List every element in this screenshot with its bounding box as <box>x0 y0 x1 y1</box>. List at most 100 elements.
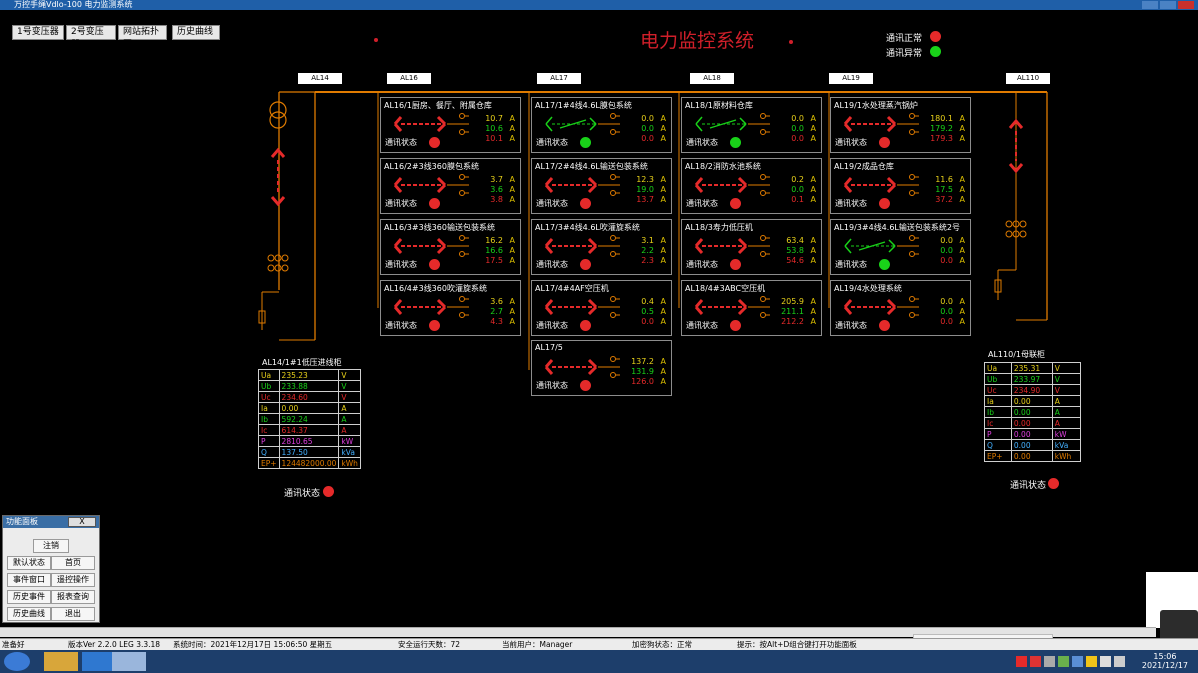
phase-current-unit: A <box>660 317 666 326</box>
start-button[interactable] <box>4 652 30 671</box>
function-panel-button-4[interactable]: 遥控操作 <box>51 573 95 587</box>
bus-label-al19: AL19 <box>829 73 873 84</box>
tray-network-icon[interactable] <box>1044 656 1055 667</box>
phase-current-value: 2.7 <box>490 307 503 316</box>
nav-button-3[interactable]: 历史曲线 <box>172 25 220 40</box>
phase-current-value: 179.2 <box>930 124 953 133</box>
phase-current-value: 0.5 <box>641 307 654 316</box>
comm-status-dot <box>429 137 440 148</box>
tray-ime-icon[interactable] <box>1016 656 1027 667</box>
meter-label: Q <box>984 439 1012 451</box>
function-panel-button-6[interactable]: 报表查询 <box>51 590 95 604</box>
feeder-panel-title: AL19/2成品仓库 <box>834 162 894 171</box>
status-lock: 加密狗状态：正常 <box>632 640 692 649</box>
function-panel-button-7[interactable]: 历史曲线 <box>7 607 51 621</box>
breaker-open-icon <box>545 113 620 135</box>
close-button[interactable] <box>1178 1 1194 9</box>
breaker-closed-icon <box>694 296 770 318</box>
tray-volume-icon[interactable] <box>1114 656 1125 667</box>
function-panel-button-2[interactable]: 首页 <box>51 556 95 570</box>
function-panel-button-3[interactable]: 事件窗口 <box>7 573 51 587</box>
phase-current-value: 211.1 <box>781 307 804 316</box>
comm-status-dot <box>730 320 741 331</box>
comm-status-label: 通讯状态 <box>385 138 417 147</box>
app-taskbar-icon[interactable] <box>112 652 146 671</box>
feeder-panel-title: AL17/5 <box>535 343 563 352</box>
horizontal-scrollbar[interactable] <box>0 627 1156 637</box>
breaker-closed-icon <box>393 174 469 196</box>
legend-abnormal-label: 通讯异常 <box>886 49 923 59</box>
comm-status-dot <box>730 137 741 148</box>
tray-security-icon[interactable] <box>1058 656 1069 667</box>
tray-usb-icon[interactable] <box>1100 656 1111 667</box>
maximize-button[interactable] <box>1160 1 1176 9</box>
feeder-panel-title: AL16/3#3线360输送包装系统 <box>384 223 495 232</box>
meter-value: 0.00 <box>1010 439 1053 451</box>
nav-button-1[interactable]: 2号变压器 <box>66 25 116 50</box>
nav-button-0[interactable]: 1号变压器 <box>12 25 64 40</box>
phase-current-unit: A <box>509 175 515 184</box>
legend-normal-dot <box>930 31 941 42</box>
phase-current-unit: A <box>959 236 965 245</box>
tray-monitor-icon[interactable] <box>1072 656 1083 667</box>
function-panel-header: 功能面板 X <box>3 516 99 528</box>
phase-current-value: 205.9 <box>781 297 804 306</box>
function-panel-title: 功能面板 <box>6 517 38 526</box>
phase-current-unit: A <box>810 307 816 316</box>
nav-button-2[interactable]: 网站拓扑图 <box>118 25 167 50</box>
phase-current-value: 137.2 <box>631 357 654 366</box>
status-bar: 准备好 版本Ver 2.2.0 LEG 3.3.18 系统时间：2021年12月… <box>0 638 1198 650</box>
comm-status-label: 通讯状态 <box>536 381 568 390</box>
ie-icon[interactable] <box>82 652 116 671</box>
meter-value: 0.00 <box>1010 417 1053 429</box>
function-panel-button-0[interactable]: 注销 <box>33 539 69 553</box>
phase-current-value: 53.8 <box>786 246 804 255</box>
breaker-closed-icon <box>843 174 919 196</box>
tray-app-icon[interactable] <box>1030 656 1041 667</box>
function-panel-button-5[interactable]: 历史事件 <box>7 590 51 604</box>
breaker-closed-icon <box>393 296 469 318</box>
phase-current-unit: A <box>959 246 965 255</box>
meter-unit: A <box>1051 395 1082 407</box>
meter-label: P <box>984 428 1012 440</box>
breaker-closed-icon <box>544 296 620 318</box>
breaker-closed-icon <box>544 174 620 196</box>
phase-current-unit: A <box>959 317 965 326</box>
explorer-icon[interactable] <box>44 652 78 671</box>
phase-current-unit: A <box>810 124 816 133</box>
function-panel-close-button[interactable]: X <box>68 517 96 527</box>
phase-current-unit: A <box>959 124 965 133</box>
tray-icons <box>1016 656 1125 667</box>
phase-current-unit: A <box>660 134 666 143</box>
function-panel-button-1[interactable]: 默认状态 <box>7 556 51 570</box>
tray-shield-icon[interactable] <box>1086 656 1097 667</box>
function-panel-button-8[interactable]: 退出 <box>51 607 95 621</box>
phase-current-unit: A <box>660 246 666 255</box>
bus-label-al17: AL17 <box>537 73 581 84</box>
feeder-panel-title: AL17/2#4线4.6L输送包装系统 <box>535 162 648 171</box>
phase-current-unit: A <box>660 377 666 386</box>
minimize-button[interactable] <box>1142 1 1158 9</box>
